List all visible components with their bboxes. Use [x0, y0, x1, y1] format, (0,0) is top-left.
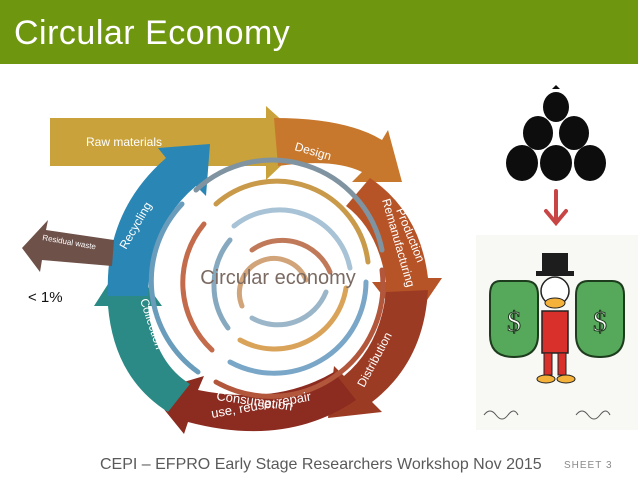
- artist-signature: [483, 410, 611, 420]
- consumption-segment: [150, 372, 356, 434]
- svg-text:$: $: [507, 307, 521, 338]
- svg-text:$: $: [593, 307, 607, 338]
- recycling-segment: [107, 144, 210, 296]
- slide-title: Circular Economy: [14, 14, 291, 52]
- down-arrow-icon: [544, 189, 568, 227]
- money-bag-left-icon: $: [489, 280, 539, 359]
- cartoon-duck-icon: [536, 253, 576, 384]
- design-segment: [274, 118, 402, 182]
- raw-materials-arrow: [50, 106, 306, 180]
- less-than-one-percent-annotation: < 1%: [28, 289, 63, 306]
- center-label: Circular economy: [200, 267, 356, 289]
- residual-waste-arrow: [22, 220, 114, 272]
- money-bag-right-icon: $: [575, 280, 625, 359]
- distribution-segment: [328, 290, 428, 418]
- raw-materials-label: Raw materials: [86, 135, 162, 149]
- sheet-label: SHEET: [564, 460, 603, 471]
- title-bar: Circular Economy: [0, 0, 638, 64]
- waste-to-money-illustration: $ $: [476, 85, 638, 430]
- sheet-page-number: 3: [605, 460, 613, 471]
- inner-spiral: [148, 157, 386, 399]
- black-waste-bags-icon: [506, 85, 606, 181]
- sheet-number: SHEET 3: [564, 460, 613, 471]
- footer-text: CEPI – EFPRO Early Stage Researchers Wor…: [100, 456, 542, 473]
- circular-economy-diagram: Raw materials Design Production Remanufa…: [16, 100, 476, 455]
